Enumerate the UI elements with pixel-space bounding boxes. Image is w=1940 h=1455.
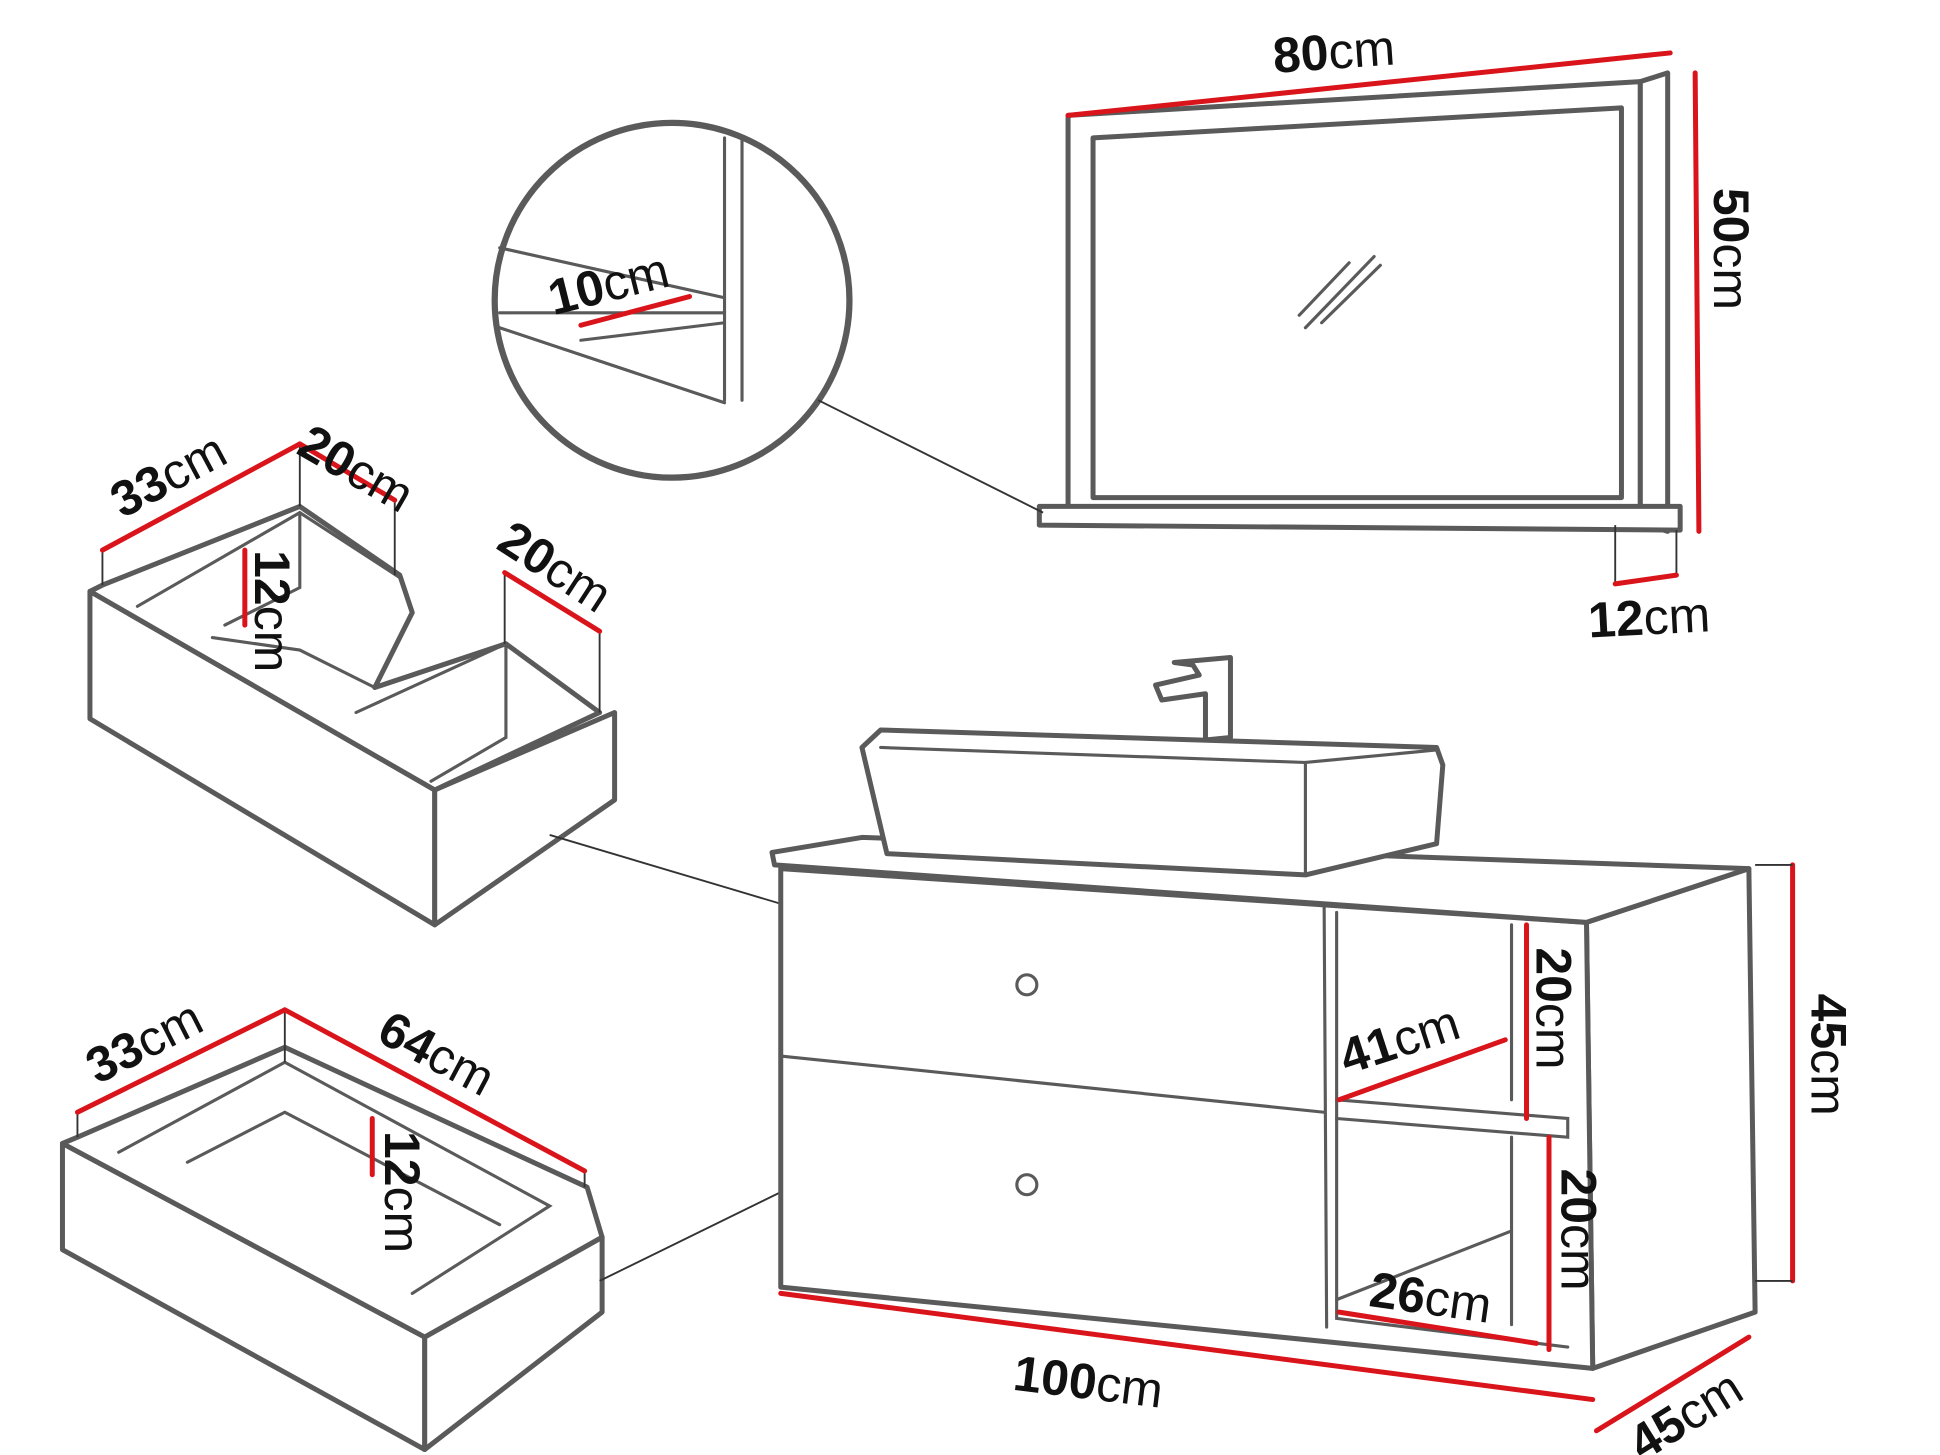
upper-shelf-height-label: 20cm [1526,947,1582,1069]
mirror-height-line [1692,70,1702,534]
faucet-icon [1153,655,1233,743]
mirror-shelf-line [1612,572,1679,587]
top-drawer-left-width-label: 20cm [289,414,423,524]
mirror-height-label: 50cm [1703,188,1759,310]
bottom-drawer: 33cm 64cm 12cm [59,989,848,1453]
vanity-cabinet: 100cm 45cm 45cm 41cm 20cm 20cm 26cm [769,655,1856,1455]
cabinet-height-label: 45cm [1800,994,1856,1116]
mirror: 80cm 50cm 12cm [1036,20,1759,649]
shelf-width-label: 26cm [1366,1261,1495,1333]
lower-shelf-height-label: 20cm [1550,1168,1606,1290]
top-drawer: 33cm 20cm 12cm 20cm [87,414,831,928]
mirror-width-line [1065,50,1673,118]
cabinet-width-label: 100cm [1011,1345,1167,1419]
shelf-detail-magnifier: 10cm [491,119,1044,514]
mirror-width-label: 80cm [1271,20,1397,84]
detail-shelf-line [578,294,693,328]
bottom-drawer-height-label: 12cm [374,1131,430,1253]
top-drawer-height-label: 12cm [244,550,300,672]
mirror-shelf-label: 12cm [1587,586,1712,648]
